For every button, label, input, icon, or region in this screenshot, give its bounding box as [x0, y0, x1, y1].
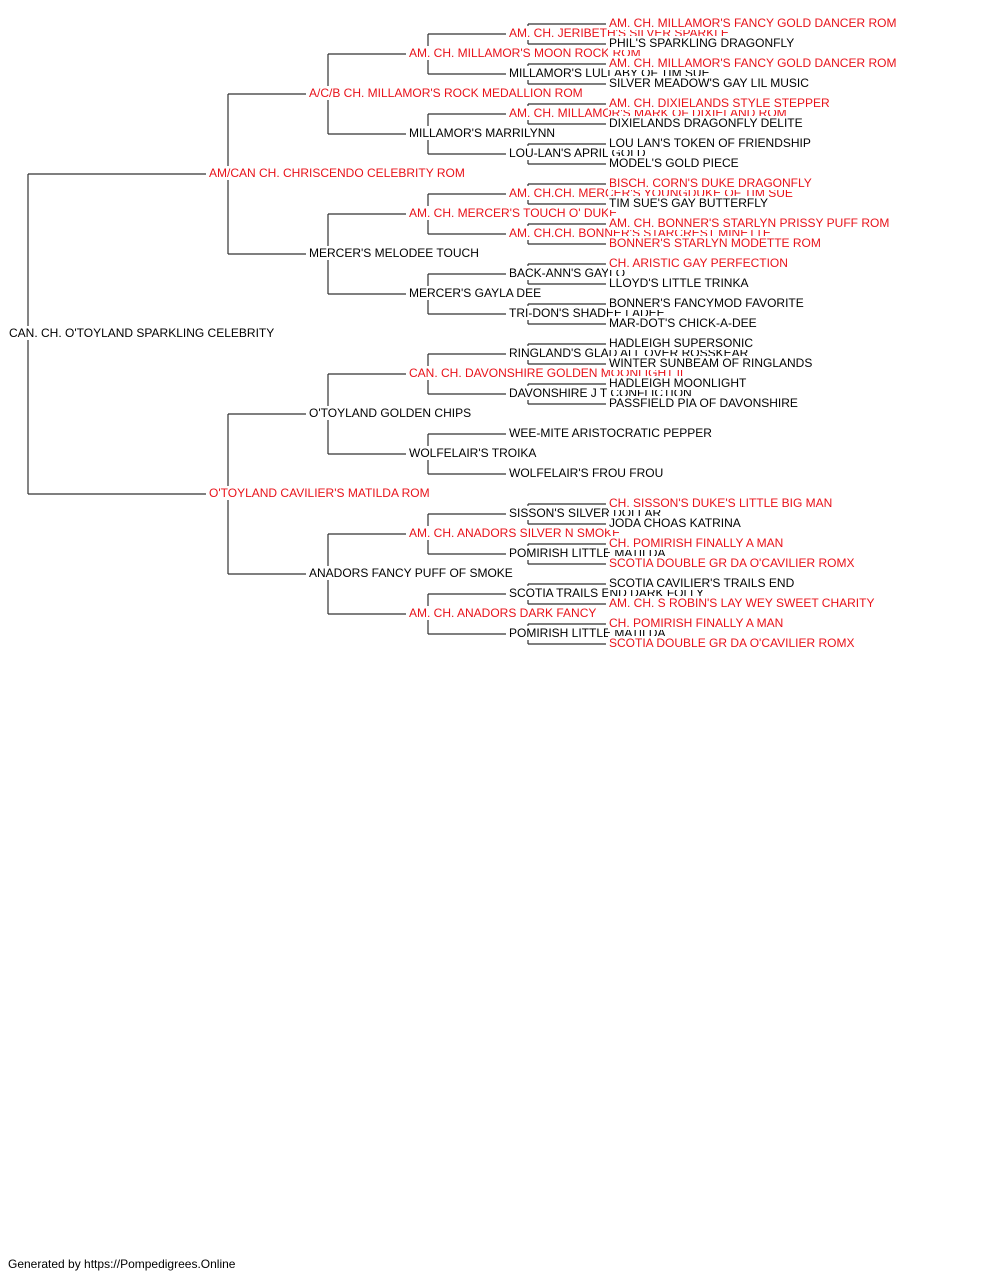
ancestor-gen2: O'TOYLAND GOLDEN CHIPS — [308, 406, 473, 420]
ancestor-gen2: MERCER'S MELODEE TOUCH — [308, 246, 480, 260]
ancestor-gen5: HADLEIGH SUPERSONIC — [608, 336, 755, 350]
ancestor-gen4: BACK-ANN'S GAYLO — [508, 266, 627, 280]
ancestor-gen5: BONNER'S FANCYMOD FAVORITE — [608, 296, 805, 310]
ancestor-gen5: AM. CH. MILLAMOR'S FANCY GOLD DANCER ROM — [608, 16, 898, 30]
ancestor-gen5: AM. CH. MILLAMOR'S FANCY GOLD DANCER ROM — [608, 56, 898, 70]
ancestor-gen5: CH. SISSON'S DUKE'S LITTLE BIG MAN — [608, 496, 834, 510]
ancestor-gen3: AM. CH. MILLAMOR'S MOON ROCK ROM — [408, 46, 642, 60]
subject-dog: CAN. CH. O'TOYLAND SPARKLING CELEBRITY — [8, 326, 276, 340]
ancestor-gen5: SILVER MEADOW'S GAY LIL MUSIC — [608, 76, 810, 90]
ancestor-gen3: MILLAMOR'S MARRILYNN — [408, 126, 557, 140]
ancestor-gen5: CH. POMIRISH FINALLY A MAN — [608, 536, 785, 550]
ancestor-gen5: BONNER'S STARLYN MODETTE ROM — [608, 236, 822, 250]
ancestor-gen5: JODA CHOAS KATRINA — [608, 516, 742, 530]
ancestor-gen5: PHIL'S SPARKLING DRAGONFLY — [608, 36, 796, 50]
ancestor-gen5: AM. CH. S ROBIN'S LAY WEY SWEET CHARITY — [608, 596, 876, 610]
ancestor-gen5: SCOTIA DOUBLE GR DA O'CAVILIER ROMX — [608, 556, 856, 570]
ancestor-gen5: PASSFIELD PIA OF DAVONSHIRE — [608, 396, 799, 410]
ancestor-gen3: AM. CH. ANADORS DARK FANCY — [408, 606, 598, 620]
ancestor-gen5: DIXIELANDS DRAGONFLY DELITE — [608, 116, 804, 130]
ancestor-gen5: CH. ARISTIC GAY PERFECTION — [608, 256, 789, 270]
ancestor-gen5: MODEL'S GOLD PIECE — [608, 156, 740, 170]
ancestor-gen5: AM. CH. BONNER'S STARLYN PRISSY PUFF ROM — [608, 216, 891, 230]
ancestor-gen3: AM. CH. MERCER'S TOUCH O' DUKE — [408, 206, 619, 220]
ancestor-gen5: HADLEIGH MOONLIGHT — [608, 376, 748, 390]
ancestor-gen1: O'TOYLAND CAVILIER'S MATILDA ROM — [208, 486, 431, 500]
ancestor-gen5: SCOTIA CAVILIER'S TRAILS END — [608, 576, 796, 590]
ancestor-gen5: LOU LAN'S TOKEN OF FRIENDSHIP — [608, 136, 812, 150]
ancestor-gen5: MAR-DOT'S CHICK-A-DEE — [608, 316, 758, 330]
ancestor-gen5: LLOYD'S LITTLE TRINKA — [608, 276, 750, 290]
ancestor-gen5: WINTER SUNBEAM OF RINGLANDS — [608, 356, 814, 370]
ancestor-gen3: WOLFELAIR'S TROIKA — [408, 446, 538, 460]
ancestor-gen5: AM. CH. DIXIELANDS STYLE STEPPER — [608, 96, 831, 110]
ancestor-gen5: BISCH. CORN'S DUKE DRAGONFLY — [608, 176, 813, 190]
ancestor-gen2: A/C/B CH. MILLAMOR'S ROCK MEDALLION ROM — [308, 86, 584, 100]
ancestor-gen5: SCOTIA DOUBLE GR DA O'CAVILIER ROMX — [608, 636, 856, 650]
ancestor-gen2: ANADORS FANCY PUFF OF SMOKE — [308, 566, 514, 580]
ancestor-gen5: CH. POMIRISH FINALLY A MAN — [608, 616, 785, 630]
ancestor-gen3: MERCER'S GAYLA DEE — [408, 286, 543, 300]
ancestor-gen5: TIM SUE'S GAY BUTTERFLY — [608, 196, 769, 210]
ancestor-gen1: AM/CAN CH. CHRISCENDO CELEBRITY ROM — [208, 166, 466, 180]
ancestor-gen4: WOLFELAIR'S FROU FROU — [508, 466, 665, 480]
ancestor-gen3: AM. CH. ANADORS SILVER N SMOKE — [408, 526, 622, 540]
footer-credit: Generated by https://Pompedigrees.Online — [8, 1257, 236, 1271]
ancestor-gen4: WEE-MITE ARISTOCRATIC PEPPER — [508, 426, 713, 440]
